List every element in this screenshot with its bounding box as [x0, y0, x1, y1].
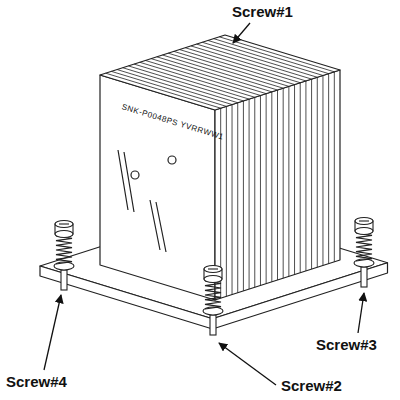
- fin-edge: [260, 95, 261, 285]
- screw: [54, 221, 74, 291]
- fin-edge: [322, 75, 323, 265]
- fin-edge: [283, 88, 284, 278]
- fin-edge: [266, 94, 267, 284]
- leader-line: [358, 293, 364, 333]
- heat-pipe: [118, 150, 134, 212]
- clip-hole: [131, 171, 139, 179]
- fin-edge: [208, 40, 323, 75]
- heat-pipe: [150, 200, 166, 252]
- fin-edge: [277, 90, 278, 280]
- screw-head-base: [355, 228, 373, 235]
- fin-edge: [249, 99, 250, 289]
- screws: [54, 218, 374, 336]
- fin-edge: [191, 46, 306, 81]
- leader-line: [219, 343, 276, 385]
- fin-edge: [219, 37, 334, 72]
- screw: [203, 266, 223, 336]
- fin-edge: [328, 74, 329, 264]
- leader-lines: [44, 23, 364, 385]
- fin-side-face: [100, 75, 215, 300]
- fin-top-face: [100, 35, 340, 110]
- screw-head-top: [55, 221, 73, 228]
- fin-edge: [311, 79, 312, 269]
- screw-head-top: [204, 266, 222, 273]
- callout-label: Screw#1: [232, 3, 293, 20]
- screw-head-top: [355, 218, 373, 225]
- fin-edge: [226, 106, 227, 296]
- spring: [56, 236, 72, 264]
- spring: [205, 281, 221, 309]
- callout-label: Screw#2: [281, 377, 342, 394]
- screw-head-base: [55, 231, 73, 238]
- fin-edge: [300, 83, 301, 273]
- spring: [356, 233, 372, 261]
- leader-line: [44, 295, 61, 370]
- leader-line: [233, 23, 250, 43]
- fin-edge: [334, 72, 335, 262]
- clip-hole: [168, 156, 176, 164]
- screw-shaft: [361, 267, 367, 287]
- fin-edge: [317, 77, 318, 267]
- callout-label: Screw#4: [6, 373, 67, 390]
- fin-edge: [185, 48, 300, 83]
- fin-edge: [305, 81, 306, 271]
- screw-slot: [208, 268, 218, 269]
- callout-label: Screw#3: [316, 336, 377, 353]
- fin-edge: [237, 103, 238, 293]
- fin-edge: [254, 97, 255, 287]
- part-marking: SNK-P0048PS YVRRWW1: [121, 102, 225, 141]
- screw-slot: [59, 223, 69, 224]
- fin-edge: [214, 39, 329, 74]
- screw-slot: [359, 220, 369, 221]
- screw-shaft: [210, 315, 216, 335]
- fin-edge: [294, 85, 295, 275]
- fin-edge: [288, 86, 289, 276]
- fin-edge: [243, 101, 244, 291]
- screw-head-base: [204, 276, 222, 283]
- screw: [354, 218, 374, 288]
- fin-edge: [271, 92, 272, 282]
- fin-edge: [202, 42, 317, 77]
- fin-edge: [197, 44, 312, 79]
- screw-shaft: [61, 270, 67, 290]
- fin-block: [100, 35, 340, 300]
- fin-lines: [106, 37, 335, 298]
- fin-edge: [232, 105, 233, 295]
